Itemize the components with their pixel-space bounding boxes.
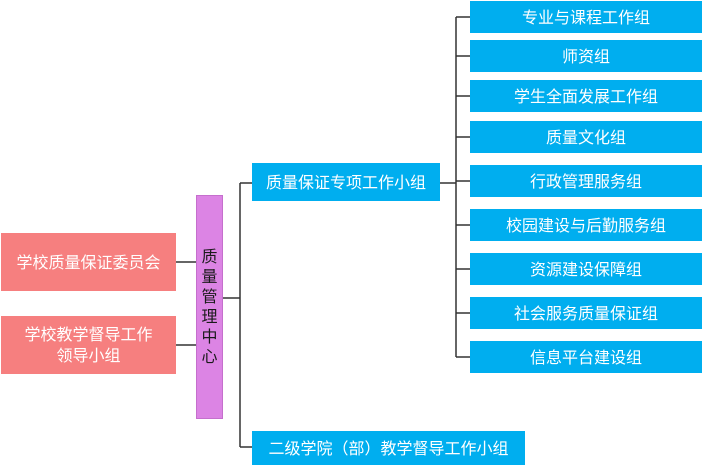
subgroup-student-development: 学生全面发展工作组 [470,80,702,112]
subgroup-label: 学生全面发展工作组 [513,86,658,106]
subgroup-campus-logistics: 校园建设与后勤服务组 [470,209,702,241]
subgroup-resource-support: 资源建设保障组 [470,253,702,285]
group-college-teaching-supervision: 二级学院（部）教学督导工作小组 [252,431,525,465]
group-label: 质量保证专项工作小组 [265,172,426,192]
committee-label: 学校质量保证委员会 [16,252,161,272]
subgroup-label: 资源建设保障组 [529,259,642,279]
center-char: 量 [201,267,218,286]
committee-teaching-supervision: 学校教学督导工作 领导小组 [1,316,176,374]
subgroup-label: 校园建设与后勤服务组 [505,215,666,235]
subgroup-label: 质量文化组 [545,127,626,147]
center-char: 理 [201,307,218,326]
group-label: 二级学院（部）教学督导工作小组 [268,438,509,458]
subgroup-label: 专业与课程工作组 [521,7,650,27]
subgroup-major-curriculum: 专业与课程工作组 [470,1,702,33]
center-char: 中 [201,327,218,346]
subgroup-quality-culture: 质量文化组 [470,121,702,153]
subgroup-faculty: 师资组 [470,40,702,72]
subgroup-label: 行政管理服务组 [529,171,642,191]
subgroup-label: 社会服务质量保证组 [513,303,658,323]
center-char: 质 [201,247,218,266]
subgroup-admin-services: 行政管理服务组 [470,165,702,197]
committee-label-line-2: 领导小组 [56,346,121,365]
quality-management-center: 质 量 管 理 中 心 [196,195,223,419]
subgroup-label: 师资组 [561,46,610,66]
center-char: 管 [201,287,218,306]
committee-quality-assurance: 学校质量保证委员会 [1,233,176,291]
subgroup-information-platform: 信息平台建设组 [470,341,702,373]
group-quality-assurance-task-force: 质量保证专项工作小组 [252,163,440,201]
center-char: 心 [201,347,218,366]
subgroup-label: 信息平台建设组 [529,347,642,367]
committee-label-line-1: 学校教学督导工作 [24,325,153,344]
subgroup-social-service-quality: 社会服务质量保证组 [470,297,702,329]
